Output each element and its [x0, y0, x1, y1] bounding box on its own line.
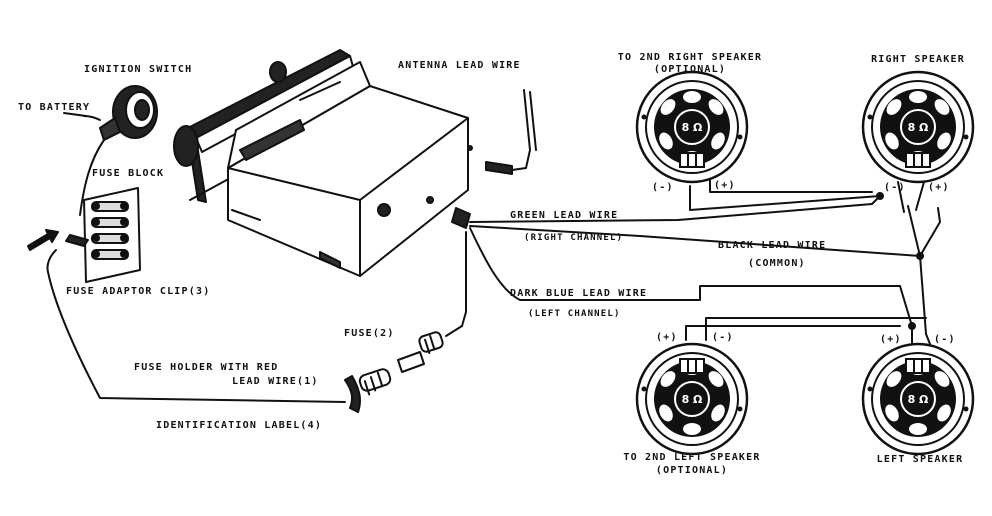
impedance-label: 8 Ω: [908, 393, 929, 406]
power-lead-wire: [461, 231, 467, 327]
impedance-label: 8 Ω: [682, 393, 703, 406]
right-pos-label: (+): [928, 182, 950, 193]
right-speaker-icon: 8 Ω: [861, 70, 975, 184]
dark-blue-lead-wire-line: [469, 227, 913, 327]
left-pos-label: (+): [880, 334, 902, 345]
fuse-block-icon: [83, 187, 141, 283]
left-channel-label: (LEFT CHANNEL): [528, 309, 621, 319]
right-speaker-title: RIGHT SPEAKER: [871, 54, 965, 65]
green-lead-wire-label: GREEN LEAD WIRE: [510, 210, 619, 221]
fuse-label: FUSE(2): [344, 328, 395, 339]
second-left-pos-label: (+): [656, 332, 678, 343]
identification-label-text: IDENTIFICATION LABEL(4): [156, 420, 323, 431]
fuse-holder-label-line2: LEAD WIRE(1): [232, 376, 319, 387]
antenna-lead-wire-label: ANTENNA LEAD WIRE: [398, 60, 521, 71]
left-speaker-title: LEFT SPEAKER: [876, 454, 964, 465]
second-right-speaker-subtitle: (OPTIONAL): [653, 64, 727, 75]
second-right-pos-label: (+): [714, 180, 736, 191]
common-label: (COMMON): [748, 258, 806, 269]
second-left-pos-wire: [685, 325, 901, 341]
black-lead-wire-label: BLACK LEAD WIRE: [718, 240, 827, 251]
right-pos-wire: [915, 181, 925, 211]
black-lead-wire-line: [469, 205, 941, 335]
left-neg-label: (-): [934, 334, 956, 345]
ignition-switch-label: IGNITION SWITCH: [84, 64, 193, 75]
red-lead-wire: [47, 271, 346, 403]
arrow-icon: [27, 229, 59, 251]
right-neg-label: (-): [884, 182, 906, 193]
fuse-adaptor-clip-icon: [46, 234, 89, 273]
second-left-neg-wire: [705, 317, 927, 341]
left-neg-wire: [925, 333, 931, 345]
second-right-speaker-title: TO 2ND RIGHT SPEAKER: [617, 52, 763, 63]
antenna-plug-icon: [485, 89, 537, 175]
second-left-speaker-title: TO 2ND LEFT SPEAKER: [623, 452, 761, 463]
second-right-speaker-icon: 8 Ω: [635, 70, 749, 184]
fuse-holder-label-line1: FUSE HOLDER WITH RED: [134, 362, 279, 373]
right-channel-label: (RIGHT CHANNEL): [524, 233, 624, 243]
left-speaker-icon: 8 Ω: [861, 342, 975, 456]
to-battery-label: TO BATTERY: [18, 102, 91, 113]
fuse-holder-icon: [344, 368, 392, 413]
second-right-neg-label: (-): [652, 182, 674, 193]
second-left-neg-label: (-): [712, 332, 734, 343]
battery-wire: [63, 112, 87, 117]
dark-blue-lead-wire-label: DARK BLUE LEAD WIRE: [510, 288, 648, 299]
fuse-block-label: FUSE BLOCK: [92, 168, 165, 179]
right-neg-wire: [897, 181, 905, 213]
impedance-label: 8 Ω: [908, 121, 929, 134]
second-right-neg-wire: [689, 185, 881, 211]
second-left-speaker-icon: 8 Ω: [635, 342, 749, 456]
switch-to-fuse-wire: [79, 139, 105, 216]
fuse-adaptor-clip-label: FUSE ADAPTOR CLIP(3): [66, 286, 211, 297]
ignition-switch-icon: [83, 85, 158, 141]
radio-unit-icon: [173, 49, 473, 277]
fuse-icon: [397, 325, 463, 373]
impedance-label: 8 Ω: [682, 121, 703, 134]
second-left-speaker-subtitle: (OPTIONAL): [655, 465, 729, 476]
